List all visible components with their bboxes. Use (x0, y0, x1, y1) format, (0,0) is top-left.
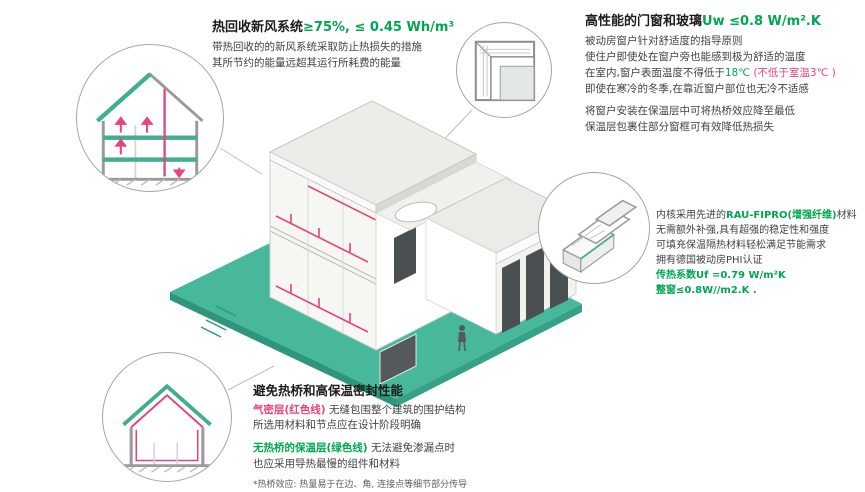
profile-line1: 内核采用先进的RAU-FIPRO(增强纤维)材料 (656, 208, 862, 223)
profile-line1-green: RAU-FIPRO(增强纤维) (726, 210, 837, 221)
thermal-title: 避免热桥和高保温密封性能 (253, 383, 404, 398)
person-figure (458, 325, 466, 352)
thermal-bridge-diagram-icon (102, 352, 232, 482)
heat-recovery-title: 热回收新风系统≥75%, ≤ 0.45 Wh/m³ (212, 20, 492, 36)
profile-line3: 可填充保温隔热材料轻松满足节能需求 (656, 240, 826, 251)
insulation-layer-label: 无热桥的保温层(绿色线) (253, 442, 368, 455)
window-profile-icon (538, 172, 650, 284)
windows-title-green: Uw ≤0.8 W/m².K (702, 14, 821, 29)
profile-uf-value: 传热系数Uf =0.79 W/m²K (656, 270, 786, 281)
windows-line3: 在室内,窗户表面温度不得低于18℃ (不低于室温3℃ ) (585, 66, 861, 82)
airtight-layer-label: 气密层(红色线) (253, 403, 326, 416)
heat-recovery-title-black: 热回收新风系统 (212, 20, 304, 35)
heat-recovery-title-green: ≥75%, ≤ 0.45 Wh/m³ (303, 20, 455, 35)
airtight-layer-text: 无缝包围整个建筑的围护结构 (325, 403, 466, 416)
bathtub (394, 201, 438, 223)
profile-line1-black2: 材料 (836, 210, 857, 221)
windows-line3-green: 18℃ (724, 66, 750, 79)
windows-line1: 被动房窗户针对舒适度的指导原则 (585, 35, 743, 48)
windows-line6: 保温层包裹住部分窗框可有效降低热损失 (585, 121, 774, 133)
thermal-insulation-line2: 也应采用导热最慢的组件和材料 (253, 457, 400, 470)
insulation-layer-text: 无法避免渗漏点时 (367, 442, 455, 455)
section-thermal: 避免热桥和高保温密封性能 气密层(红色线) 无缝包围整个建筑的围护结构 所选用材… (253, 383, 593, 492)
thermal-bridge-footnote: *热桥效应: 热量易于在边、角, 连接点等细节部分传导 (253, 479, 468, 490)
profile-uw-value: 整窗≤0.8W//m2.K . (656, 285, 757, 296)
windows-line2: 使住户即使处在窗户旁也能感到极为舒适的温度 (585, 51, 806, 63)
window-corner-detail-icon (456, 22, 552, 118)
house-isometric-illustration (158, 66, 588, 416)
heat-recovery-diagram-icon (76, 44, 224, 192)
garden-steps (200, 305, 237, 338)
heat-recovery-line1: 带热回收的的新风系统采取防止热损失的措施 (212, 41, 422, 54)
thermal-insulation-line1: 无热桥的保温层(绿色线) 无法避免渗漏点时 (253, 441, 593, 457)
section-heat-recovery: 热回收新风系统≥75%, ≤ 0.45 Wh/m³ 带热回收的的新风系统采取防止… (212, 20, 492, 72)
profile-line1-black: 内核采用先进的 (656, 210, 726, 221)
windows-line5: 将窗户安装在保温层中可将热桥效应降至最低 (585, 105, 795, 118)
thermal-airtight-line2: 所选用材料和节点应在设计阶段明确 (253, 419, 421, 432)
windows-title: 高性能的门窗和玻璃Uw ≤0.8 W/m².K (585, 14, 861, 30)
section-profile: 内核采用先进的RAU-FIPRO(增强纤维)材料 无需额外补强,具有超强的稳定性… (656, 208, 862, 298)
profile-line2: 无需额外补强,具有超强的稳定性和强度 (656, 225, 830, 236)
windows-title-black: 高性能的门窗和玻璃 (585, 14, 703, 29)
section-windows: 高性能的门窗和玻璃Uw ≤0.8 W/m².K 被动房窗户针对舒适度的指导原则 … (585, 14, 861, 136)
windows-line3-black: 在室内,窗户表面温度不得低于 (585, 66, 725, 79)
profile-line4: 拥有德国被动房PHI认证 (656, 255, 763, 266)
heat-recovery-line2: 其所节约的能量远超其运行所耗费的能量 (212, 57, 401, 69)
windows-line4: 即使在寒冷的冬季,在靠近窗户部位也无冷不适感 (585, 82, 809, 95)
windows-line3-pink: (不低于室温3℃ ) (750, 66, 836, 79)
thermal-airtight-line1: 气密层(红色线) 无缝包围整个建筑的围护结构 (253, 403, 593, 419)
